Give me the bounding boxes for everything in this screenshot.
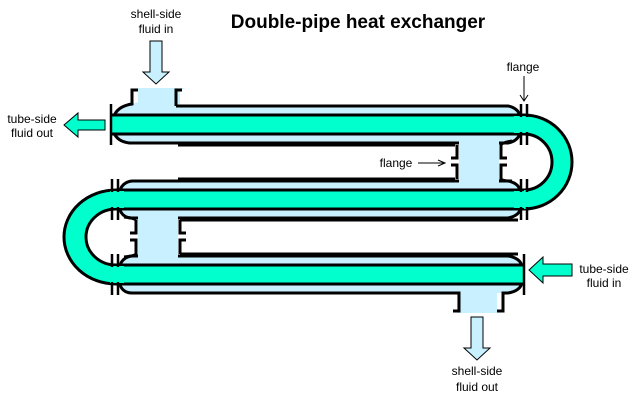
tube-in-label-line2: fluid in (587, 276, 622, 290)
shell-in-arrow-icon (141, 40, 171, 85)
shell-out-arrow-icon (462, 316, 492, 361)
flange-top-pointer-icon (519, 76, 529, 102)
tube-out-label-line1: tube-side (7, 112, 57, 126)
shell-out-label-line1: shell-side (452, 364, 503, 378)
shell-in-label-line1: shell-side (131, 7, 182, 21)
shell-out-label-line2: fluid out (456, 380, 499, 394)
flange-middle-label: flange (380, 156, 413, 170)
tube-out-label-line2: fluid out (11, 126, 54, 140)
diagram-title: Double-pipe heat exchanger (231, 12, 486, 33)
shell-connector-right (178, 139, 513, 183)
flange-top-label: flange (507, 60, 540, 74)
flange-middle-pointer-icon (418, 159, 447, 167)
inner-tube (62, 113, 574, 286)
flange-pairs (109, 104, 529, 295)
shell-connector-left (123, 215, 518, 259)
tube-out-arrow-icon (63, 111, 106, 139)
shell-in-label-line2: fluid in (139, 22, 174, 36)
tube-in-label-line1: tube-side (579, 262, 629, 276)
tube-in-arrow-icon (528, 255, 573, 285)
